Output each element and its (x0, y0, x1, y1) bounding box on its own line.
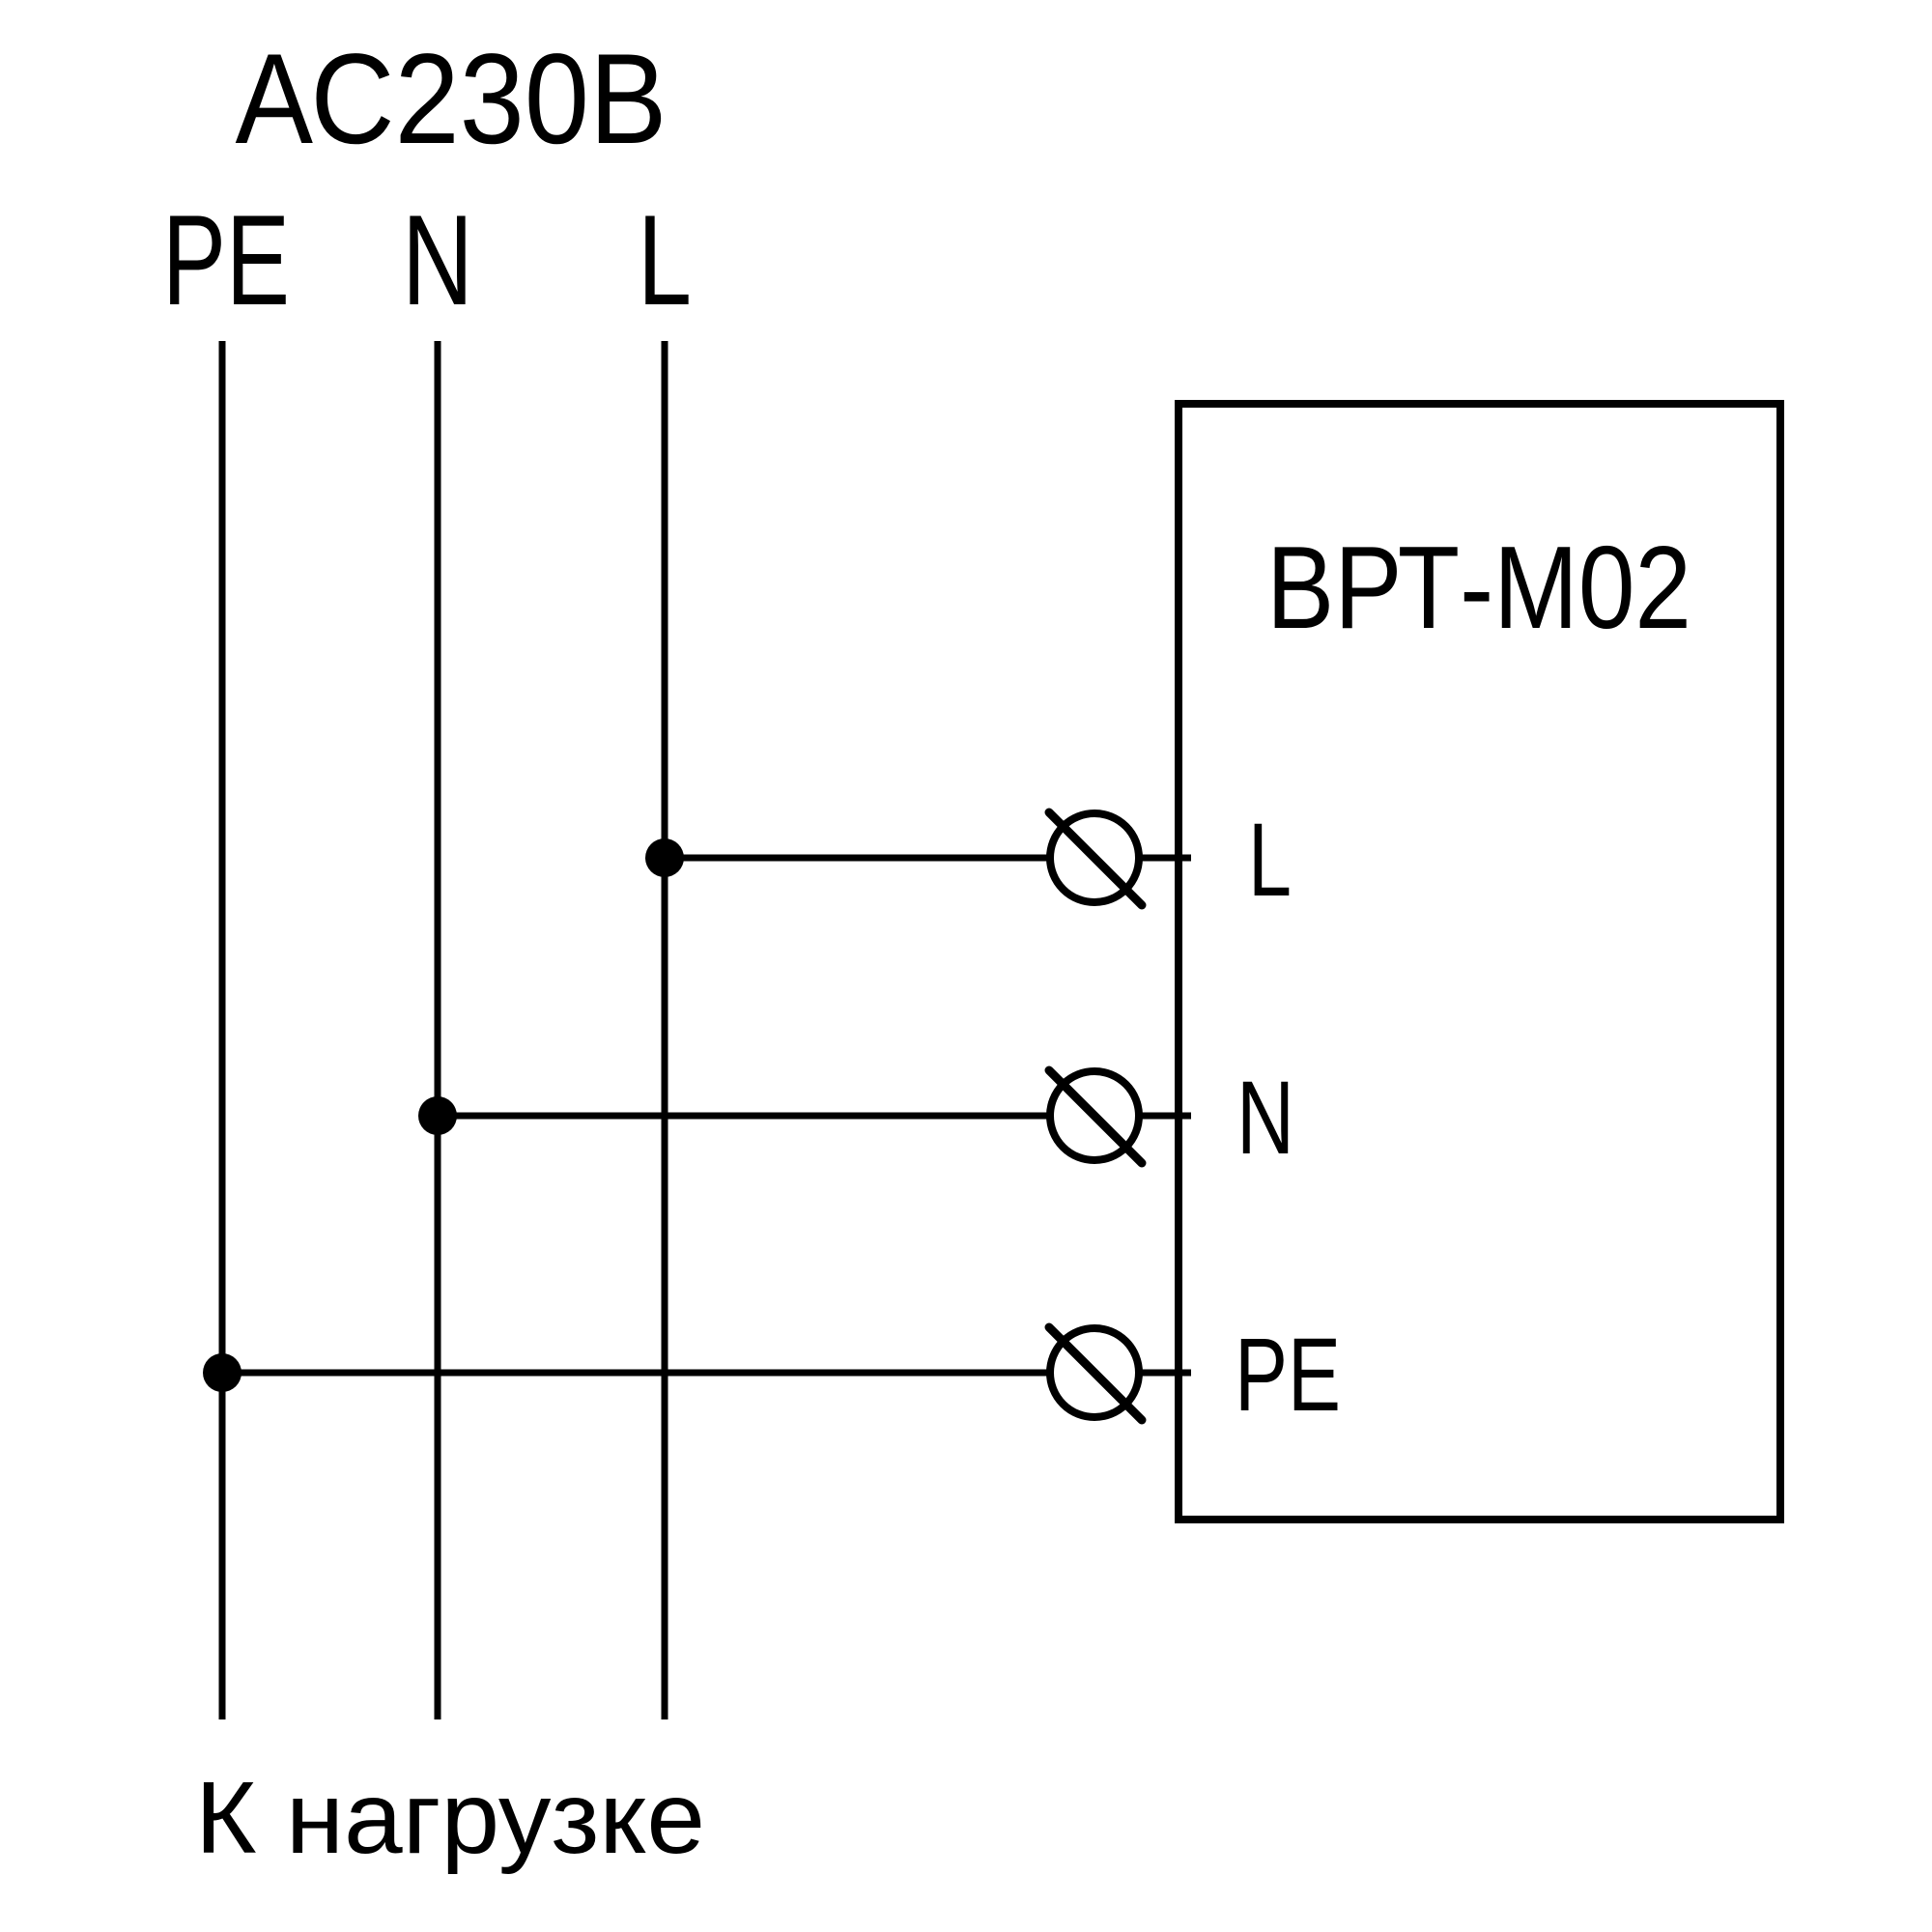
pe-terminal-label: PE (1235, 1316, 1341, 1433)
terminal-row-pe: PE (203, 1316, 1341, 1433)
n-terminal-label: N (1236, 1059, 1294, 1176)
device-box (1175, 400, 1784, 1523)
supply-wire-label-n: N (402, 189, 473, 332)
supply-lines (218, 341, 668, 1719)
l-terminal-label: L (1248, 801, 1292, 918)
device-name: ВРТ-М02 (1266, 522, 1691, 653)
terminal-row-n: N (418, 1059, 1294, 1176)
l-terminal-slash (1044, 808, 1147, 910)
pe-terminal-slash (1044, 1322, 1147, 1425)
supply-wire-label-l: L (638, 189, 692, 332)
supply-voltage-label: АС230В (236, 28, 668, 171)
load-label: К нагрузке (195, 1761, 705, 1875)
n-terminal-slash (1044, 1065, 1147, 1168)
supply-wire-label-pe: PE (162, 189, 290, 332)
terminal-row-l: L (645, 801, 1292, 918)
